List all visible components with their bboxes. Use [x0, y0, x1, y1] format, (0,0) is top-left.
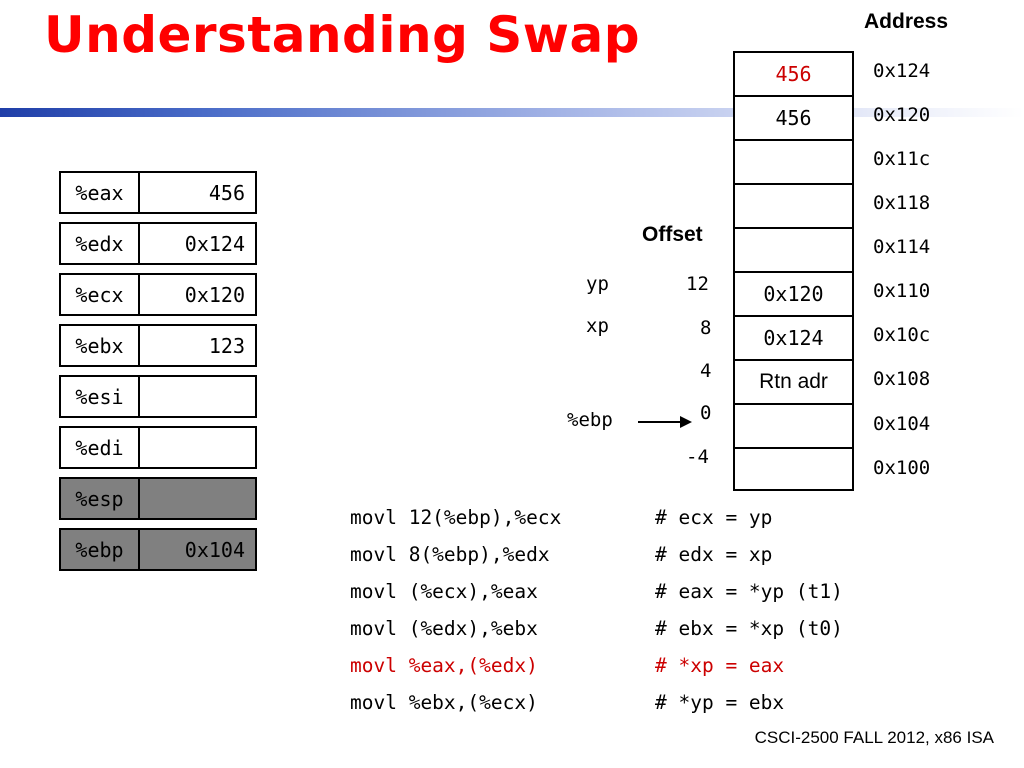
offset-value: 4 — [700, 360, 712, 382]
code-line: movl (%ecx),%eax # eax = *yp (t1) — [350, 580, 843, 617]
register-name: %edi — [61, 428, 140, 467]
register-value: 0x104 — [184, 537, 245, 562]
register-value — [140, 428, 255, 467]
offset-header: Offset — [642, 223, 703, 246]
stack-address: 0x104 — [873, 413, 931, 435]
offset-value: 12 — [686, 273, 709, 295]
register-value: 123 — [208, 333, 245, 358]
code-instruction: movl %eax,(%edx) — [350, 654, 538, 677]
register-name: %esp — [61, 479, 140, 518]
stack-address: 0x10c — [873, 324, 931, 346]
offset-label-xp: xp — [586, 315, 609, 337]
register-name: %ebx — [61, 326, 140, 365]
code-instruction: movl 12(%ebp),%ecx — [350, 506, 562, 529]
stack-cell — [733, 447, 854, 491]
stack-cell — [733, 403, 854, 447]
register-name: %ebp — [61, 530, 140, 569]
offset-label-yp: yp — [586, 273, 609, 295]
register-value: 0x124 — [184, 231, 245, 256]
register-name: %edx — [61, 224, 140, 263]
register-value — [140, 377, 255, 416]
stack-address: 0x120 — [873, 104, 931, 126]
offset-value: -4 — [686, 446, 709, 468]
offset-label-ebp: %ebp — [567, 409, 613, 431]
slide-footer: CSCI-2500 FALL 2012, x86 ISA — [754, 728, 994, 747]
register-ecx: %ecx 0x120 — [59, 273, 257, 316]
register-name: %ecx — [61, 275, 140, 314]
stack-cell — [733, 139, 854, 183]
stack-cell: 0x124 — [733, 315, 854, 359]
register-edx: %edx 0x124 — [59, 222, 257, 265]
code-comment: # eax = *yp (t1) — [655, 580, 843, 603]
code-line: movl 8(%ebp),%edx # edx = xp — [350, 543, 843, 580]
slide-title: Understanding Swap — [44, 6, 641, 64]
code-line: movl (%edx),%ebx # ebx = *xp (t0) — [350, 617, 843, 654]
code-instruction: movl %ebx,(%ecx) — [350, 691, 538, 714]
offset-value: 8 — [700, 317, 712, 339]
code-line: movl 12(%ebp),%ecx # ecx = yp — [350, 506, 843, 543]
code-line: movl %ebx,(%ecx) # *yp = ebx — [350, 691, 843, 728]
register-value: 456 — [208, 180, 245, 205]
stack-address: 0x11c — [873, 148, 931, 170]
address-header: Address — [864, 10, 949, 33]
stack-frame: 456 456 0x120 0x124 Rtn adr — [733, 51, 854, 491]
code-instruction: movl (%ecx),%eax — [350, 580, 538, 603]
assembly-listing: movl 12(%ebp),%ecx # ecx = yp movl 8(%eb… — [350, 506, 843, 728]
stack-address: 0x118 — [873, 192, 931, 214]
stack-cell: 456 — [733, 95, 854, 139]
stack-cell: Rtn adr — [733, 359, 854, 403]
register-esi: %esi — [59, 375, 257, 418]
code-comment: # *yp = ebx — [655, 691, 785, 714]
register-esp: %esp — [59, 477, 257, 520]
code-instruction: movl 8(%ebp),%edx — [350, 543, 550, 566]
register-name: %eax — [61, 173, 140, 212]
register-name: %esi — [61, 377, 140, 416]
code-line-highlighted: movl %eax,(%edx) # *xp = eax — [350, 654, 843, 691]
register-edi: %edi — [59, 426, 257, 469]
stack-address: 0x124 — [873, 60, 931, 82]
code-comment: # edx = xp — [655, 543, 773, 566]
title-underline-bar — [0, 108, 1024, 117]
offset-value: 0 — [700, 402, 712, 424]
code-comment: # ebx = *xp (t0) — [655, 617, 843, 640]
code-comment: # ecx = yp — [655, 506, 773, 529]
stack-address: 0x100 — [873, 457, 931, 479]
stack-address: 0x108 — [873, 368, 931, 390]
register-value: 0x120 — [184, 282, 245, 307]
stack-cell — [733, 183, 854, 227]
code-instruction: movl (%edx),%ebx — [350, 617, 538, 640]
register-ebp: %ebp 0x104 — [59, 528, 257, 571]
stack-cell: 0x120 — [733, 271, 854, 315]
register-value — [140, 479, 255, 518]
register-eax: %eax 456 — [59, 171, 257, 214]
register-ebx: %ebx 123 — [59, 324, 257, 367]
stack-address: 0x114 — [873, 236, 931, 258]
stack-cell: 456 — [733, 51, 854, 95]
ebp-pointer-arrow-icon — [638, 416, 692, 428]
stack-address: 0x110 — [873, 280, 931, 302]
stack-cell — [733, 227, 854, 271]
code-comment: # *xp = eax — [655, 654, 785, 677]
